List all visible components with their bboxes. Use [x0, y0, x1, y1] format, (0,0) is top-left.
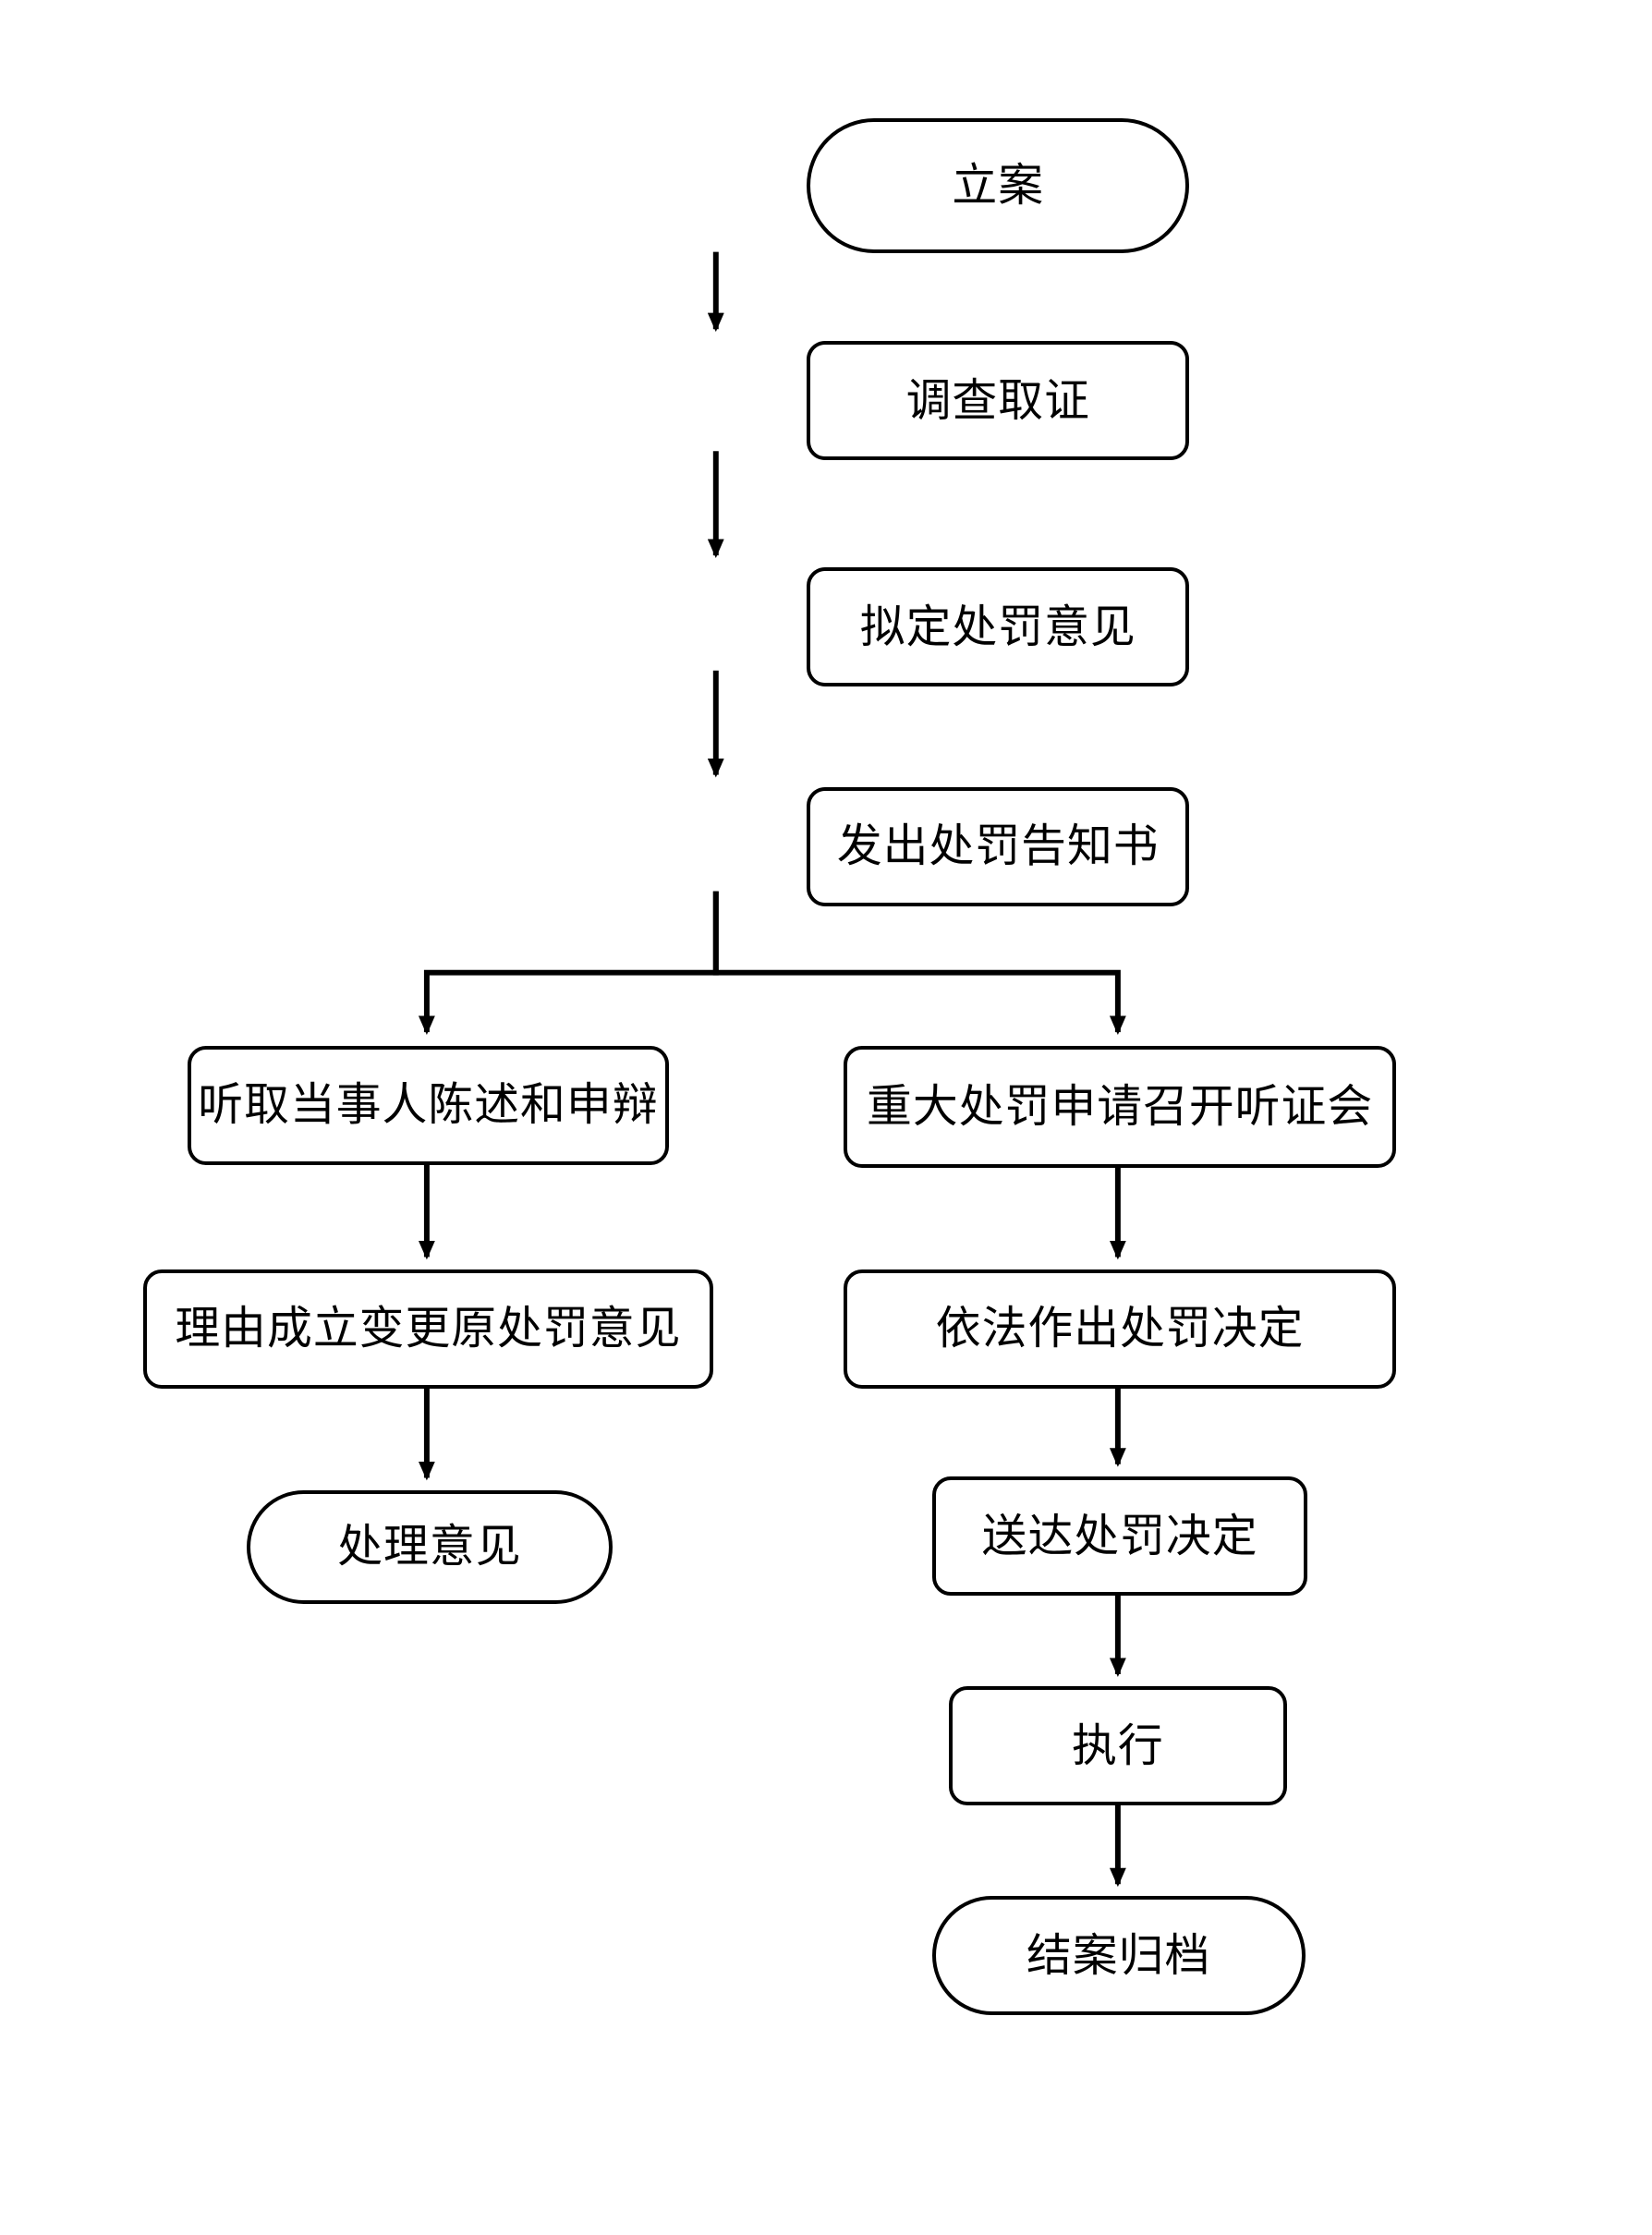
node-label: 执行	[1072, 1719, 1164, 1772]
node-label: 送达处罚决定	[981, 1509, 1258, 1562]
node-make-penalty-decision[interactable]: 依法作出处罚决定	[844, 1269, 1396, 1389]
node-issue-penalty-notice[interactable]: 发出处罚告知书	[807, 786, 1190, 906]
node-serve-penalty-decision[interactable]: 送达处罚决定	[931, 1476, 1308, 1596]
edge-n4-n6-branch	[712, 891, 1126, 1036]
node-handling-opinion[interactable]: 处理意见	[246, 1489, 613, 1604]
node-label: 重大处罚申请召开听证会	[867, 1079, 1374, 1133]
node-investigation-evidence[interactable]: 调查取证	[807, 341, 1190, 461]
node-label: 听取当事人陈述和申辩	[198, 1078, 659, 1132]
node-label: 处理意见	[337, 1520, 522, 1573]
node-label: 调查取证	[905, 374, 1090, 428]
node-major-penalty-hearing-request[interactable]: 重大处罚申请召开听证会	[844, 1045, 1396, 1168]
node-draft-penalty-opinion[interactable]: 拟定处罚意见	[807, 567, 1190, 687]
node-case-filing[interactable]: 立案	[807, 117, 1190, 254]
node-close-case-archive[interactable]: 结案归档	[931, 1896, 1306, 2016]
node-label: 依法作出处罚决定	[935, 1302, 1305, 1355]
node-hear-party-statement-defense[interactable]: 听取当事人陈述和申辩	[187, 1045, 670, 1165]
node-label: 立案	[952, 158, 1045, 212]
edge-n4-n5-branch	[418, 891, 719, 1036]
node-label: 结案归档	[1026, 1929, 1211, 1983]
node-label: 发出处罚告知书	[836, 820, 1160, 873]
node-execution[interactable]: 执行	[948, 1686, 1288, 1806]
node-label: 拟定处罚意见	[859, 600, 1136, 653]
node-valid-reason-modify-opinion[interactable]: 理由成立变更原处罚意见	[142, 1269, 713, 1389]
node-label: 理由成立变更原处罚意见	[175, 1302, 682, 1355]
